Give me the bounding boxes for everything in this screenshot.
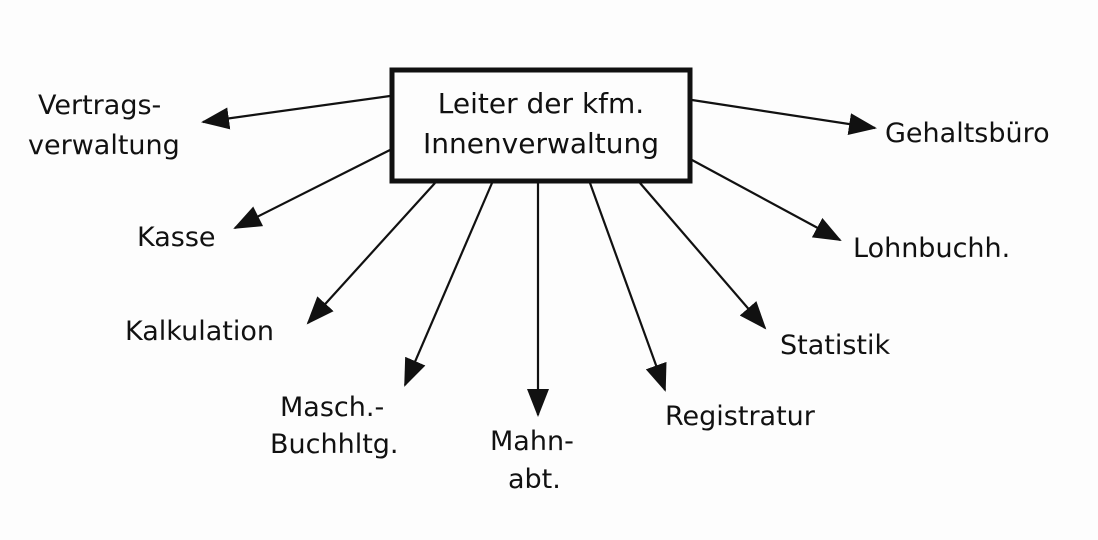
label-vertrags-2: verwaltung <box>28 130 180 161</box>
arrow-lohnbuchhaltung <box>691 159 842 241</box>
label-mahn-1: Mahn- <box>490 426 574 457</box>
central-title-line1: Leiter der kfm. <box>438 87 644 120</box>
label-statistik: Statistik <box>780 330 891 361</box>
central-box: Leiter der kfm. Innenverwaltung <box>389 67 693 184</box>
label-mahn-2: abt. <box>508 464 561 495</box>
arrow-kalkulation <box>306 182 436 325</box>
arrow-kasse <box>233 149 391 229</box>
label-kalkulation: Kalkulation <box>125 316 274 347</box>
label-vertrags-1: Vertrags- <box>38 90 161 121</box>
arrow-vertragsverwaltung <box>201 94 391 130</box>
arrow-registratur <box>588 182 667 392</box>
arrow-gehaltsbuero <box>691 98 877 135</box>
central-title-line2: Innenverwaltung <box>423 127 659 160</box>
label-kasse: Kasse <box>137 222 216 253</box>
arrow-statistik <box>639 182 767 330</box>
label-lohnbuchhaltung: Lohnbuchh. <box>853 233 1010 264</box>
arrow-masch-buchhaltung <box>403 182 494 387</box>
label-masch-1: Masch.- <box>280 392 384 423</box>
label-masch-2: Buchhltg. <box>270 429 399 460</box>
label-gehaltsbuero: Gehaltsbüro <box>885 118 1050 149</box>
label-registratur: Registratur <box>665 401 816 432</box>
